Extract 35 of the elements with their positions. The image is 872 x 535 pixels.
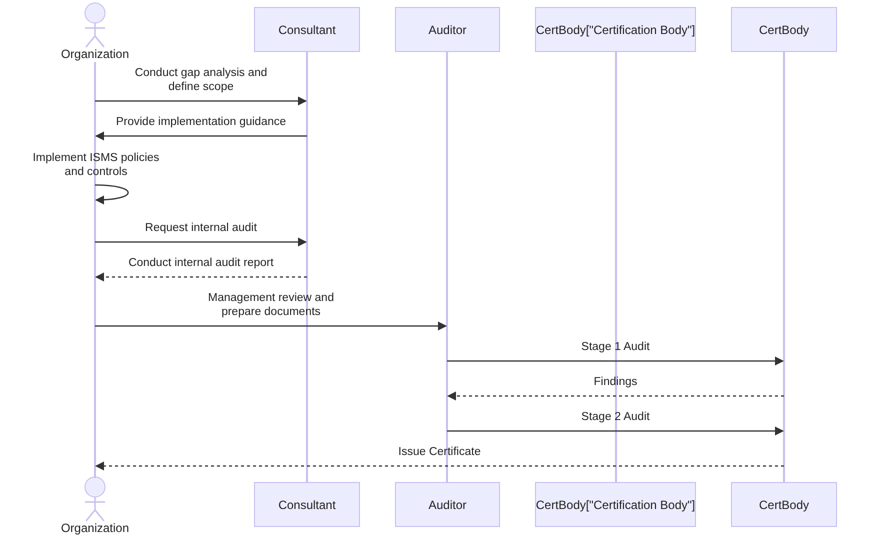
message-arrow [95,131,307,141]
message-label: Findings [592,375,638,389]
message-arrow [447,356,784,366]
actor-label: Organization [60,521,130,535]
message-arrow [95,321,447,331]
lifeline [783,52,785,482]
message-label: Request internal audit [144,221,258,235]
message-arrow [447,426,784,436]
message-label: Stage 1 Audit [580,340,651,354]
message-label: Implement ISMS policies and controls [32,151,160,179]
message-label: Conduct gap analysis and define scope [134,66,268,94]
message-arrow [447,391,784,401]
message-label: Stage 2 Audit [580,410,651,424]
message-arrow [95,461,784,471]
message-label: Management review and prepare documents [207,291,335,319]
participant-box: CertBody["Certification Body"] [535,7,696,52]
lifeline [94,62,96,478]
lifeline [615,52,617,482]
message-arrow [95,96,307,106]
participant-box: Auditor [395,482,500,527]
participant-box: Auditor [395,7,500,52]
message-label: Provide implementation guidance [114,115,288,129]
participant-box: Consultant [254,7,360,52]
participant-box: CertBody["Certification Body"] [535,482,696,527]
lifeline [446,52,448,482]
actor-label: Organization [60,47,130,61]
message-arrow [95,272,307,282]
participant-box: Consultant [254,482,360,527]
message-label: Issue Certificate [397,445,482,459]
message-arrow [95,237,307,247]
message-arrow [94,184,129,204]
lifeline [306,52,308,482]
message-label: Conduct internal audit report [127,256,275,270]
participant-box: CertBody [731,482,837,527]
participant-box: CertBody [731,7,837,52]
